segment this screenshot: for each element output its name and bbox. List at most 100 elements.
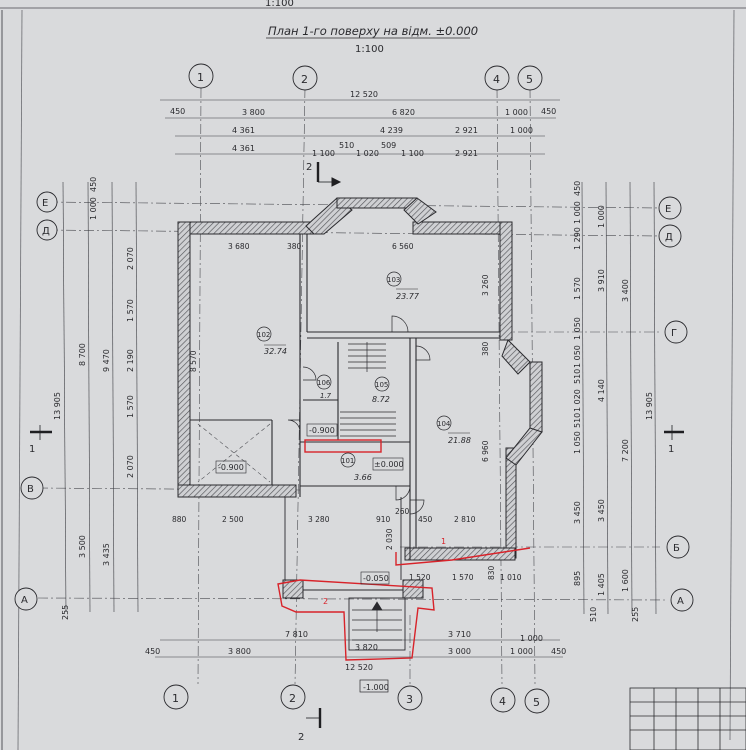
- level-entry: ±0.000: [374, 460, 404, 469]
- dim-room103-w: 6 560: [392, 242, 414, 251]
- stair-lower: [340, 411, 396, 437]
- dim-left-inner-1: 3 435: [102, 543, 111, 566]
- section-top-label: 2: [306, 162, 312, 173]
- dim-top-r3-2: 510: [339, 141, 354, 150]
- dims-bottom: 7 810 3 710 1 000 450 3 800 3 820 3 000 …: [145, 630, 566, 693]
- axis-right-E: Е: [665, 204, 671, 215]
- axis-top-2: 2: [301, 73, 308, 86]
- plan-title: План 1-го поверху на відм. ±0.000: [268, 24, 478, 38]
- dim-left-chain-0: 450: [89, 177, 98, 192]
- dim-porch-left: 880: [172, 515, 187, 524]
- room-101-id: 101: [341, 457, 354, 465]
- dim-room102-h: 8 570: [189, 350, 198, 372]
- room-104-id: 104: [437, 420, 451, 428]
- dim-p1520: 1 520: [409, 573, 431, 582]
- dim-porch-w3: 910: [376, 515, 391, 524]
- section-markers: [30, 162, 684, 728]
- dim-right-col2-2: 4 140: [597, 379, 606, 402]
- red-label-2: 2: [323, 597, 328, 606]
- dim-left-chain-1: 1 000: [89, 197, 98, 220]
- room-105-id: 105: [375, 381, 388, 389]
- dim-top-r1-3: 1 000: [505, 108, 528, 117]
- dim-top-r1-2: 6 820: [392, 108, 415, 117]
- room-103-area: 23.77: [396, 292, 420, 301]
- garage-pit: [197, 423, 271, 483]
- red-markup: [277, 439, 531, 661]
- dim-top-r1-0: 450: [170, 107, 185, 116]
- room-104-area: 21.88: [448, 436, 471, 445]
- dim-top-r2-2: 2 921: [455, 126, 478, 135]
- axis-right-D: Д: [665, 232, 673, 243]
- axis-left-D: Д: [42, 226, 50, 237]
- dim-right-col2-0: 1 000: [597, 205, 606, 228]
- level-garage: -0.900: [218, 463, 244, 472]
- dim-bot-r2-4: 1 000: [510, 647, 533, 656]
- axis-right-A: А: [677, 596, 684, 607]
- dim-right-chain-11: 895: [573, 571, 582, 586]
- dim-top-r1-1: 3 800: [242, 108, 265, 117]
- dim-right-outer: 13 905: [645, 392, 654, 420]
- dim-left-inner-0: 9 470: [102, 349, 111, 372]
- dim-room104-bottom: 2 810: [454, 515, 476, 524]
- axis-right-B: Б: [673, 543, 680, 554]
- dims-inner: 3 680 380 6 560 3 260 8 570 380 6 960 88…: [172, 242, 522, 582]
- dim-p1570: 1 570: [452, 573, 474, 582]
- dim-left-chain-4: 2 190: [126, 349, 135, 372]
- axis-bubbles-left: [14, 191, 58, 611]
- dim-top-r3-1: 1 100: [312, 149, 335, 158]
- room-103-id: 103: [387, 276, 400, 284]
- dim-right-chain-0: 450: [573, 181, 582, 196]
- level-marks: -0.900 -0.900 ±0.000 -0.050: [215, 423, 404, 585]
- dim-left-chain-6: 2 070: [126, 455, 135, 478]
- dim-top-r1-4: 450: [541, 107, 556, 116]
- dim-left-mid-1: 3 500: [78, 535, 87, 558]
- dim-porch-w2: 3 280: [308, 515, 330, 524]
- dim-right-chain-2: 1 290: [573, 227, 582, 250]
- plan-scale: 1:100: [355, 44, 384, 55]
- section-left-label: 1: [29, 444, 35, 455]
- dim-left-outer: 13 905: [53, 392, 62, 420]
- dim-top-r2-0: 4 361: [232, 126, 255, 135]
- axis-bottom-1: 1: [172, 692, 179, 705]
- porch: [284, 497, 406, 651]
- dim-bot-r1-1: 3 710: [448, 630, 471, 639]
- dim-p830: 830: [487, 565, 496, 580]
- grid-axes: [37, 87, 666, 685]
- dim-right-mid-2: 1 600: [621, 569, 630, 592]
- axis-bottom-5: 5: [533, 696, 540, 709]
- dim-right-chain-3: 1 570: [573, 277, 582, 300]
- axis-bottom-3: 3: [406, 693, 413, 706]
- dim-top-r3-4: 509: [381, 141, 396, 150]
- dim-top-overall: 12 520: [350, 90, 378, 99]
- dim-left-chain-2: 2 070: [126, 247, 135, 270]
- door-swings: [287, 315, 431, 515]
- room-102-id: 102: [257, 331, 270, 339]
- dim-p2030: 2 030: [385, 528, 394, 550]
- axis-left-E: Е: [42, 198, 48, 209]
- red-label-1: 1: [441, 537, 446, 546]
- dim-w380b: 380: [481, 341, 490, 356]
- axis-bubbles-right: [658, 196, 694, 612]
- dim-right-chain-5: 1 050: [573, 345, 582, 368]
- dim-p1010: 1 010: [500, 573, 522, 582]
- dim-left-bottom-extra: 255: [61, 605, 70, 620]
- dim-top-r3-0: 4 361: [232, 144, 255, 153]
- room-106-area: 1.7: [320, 392, 332, 400]
- title-stamp-grid: [629, 687, 746, 750]
- dim-room103-h: 3 260: [481, 274, 490, 296]
- axis-top-4: 4: [493, 73, 500, 86]
- dim-p260: 260: [395, 507, 410, 516]
- dim-left-chain-3: 1 570: [126, 299, 135, 322]
- room-102-area: 32.74: [264, 347, 287, 356]
- dim-top-r3-3: 1 020: [356, 149, 379, 158]
- dim-right-chain-8: 510: [573, 413, 582, 428]
- dim-bot-r1-0: 7 810: [285, 630, 308, 639]
- section-bottom-label: 2: [298, 732, 304, 743]
- dims-left: 13 905 8 700 3 500 9 470 3 435 450 1 000…: [53, 177, 135, 620]
- dim-top-r2-1: 4 239: [380, 126, 403, 135]
- room-106-id: 106: [317, 379, 331, 387]
- sheet-frame: [0, 7, 746, 750]
- axis-right-G: Г: [671, 328, 677, 339]
- dim-right-bottom-1: 255: [631, 607, 640, 622]
- dim-right-mid-0: 3 400: [621, 279, 630, 302]
